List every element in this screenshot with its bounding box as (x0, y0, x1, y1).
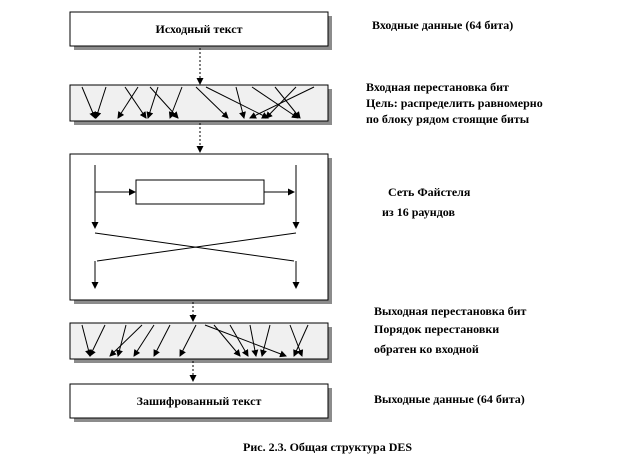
final-perm-arrow (249, 324, 259, 357)
output-data-note: Выходные данные (64 бита) (374, 392, 525, 406)
input-text-label: Исходный текст (155, 22, 243, 36)
final-perm-arrow (213, 324, 241, 357)
initial-perm-title: Входная перестановка бит (366, 80, 509, 94)
input-data-note: Входные данные (64 бита) (372, 18, 514, 32)
initial-perm-arrow (124, 86, 147, 119)
initial-perm-goal2: по блоку рядом стоящие биты (366, 112, 530, 126)
feistel-rounds: из 16 раундов (382, 205, 455, 219)
final-permutation-arrows (81, 324, 309, 358)
final-perm-arrow (109, 324, 143, 357)
feistel-title: Сеть Файстеля (388, 185, 471, 199)
initial-permutation-block (69, 84, 332, 125)
output-text-label: Зашифрованный текст (136, 394, 262, 408)
initial-perm-arrow (205, 86, 269, 119)
final-perm-arrow (153, 324, 171, 357)
final-perm-arrow (116, 324, 127, 357)
final-perm-arrow (260, 324, 271, 357)
final-permutation-block (69, 322, 332, 363)
final-perm-arrow (289, 324, 304, 357)
initial-perm-goal: Цель: распределить равномерно (366, 96, 543, 110)
final-perm-note2: обратен ко входной (374, 342, 479, 356)
initial-perm-arrow (274, 86, 301, 119)
initial-perm-arrow (81, 86, 96, 119)
initial-perm-arrow (94, 86, 107, 119)
figure-caption: Рис. 2.3. Общая структура DES (243, 440, 413, 454)
initial-perm-arrow (249, 86, 315, 119)
final-perm-arrow (179, 324, 197, 357)
input-text-block (69, 11, 332, 50)
initial-perm-arrow (235, 86, 246, 119)
feistel-network-block (69, 153, 332, 304)
final-perm-note1: Порядок перестановки (374, 322, 500, 336)
initial-perm-arrow (149, 86, 179, 119)
final-perm-arrow (81, 324, 92, 357)
final-perm-arrow (293, 324, 309, 357)
initial-permutation-arrows (81, 86, 315, 119)
final-perm-title: Выходная перестановка бит (374, 304, 527, 318)
output-text-block (69, 383, 332, 422)
initial-perm-arrow (146, 86, 159, 119)
final-perm-arrow (89, 324, 106, 357)
final-perm-arrow (133, 324, 155, 357)
initial-perm-arrow (195, 86, 229, 119)
round-function-box (135, 179, 265, 205)
initial-perm-arrow (251, 86, 299, 119)
initial-perm-arrow (117, 86, 139, 119)
final-perm-arrow (229, 324, 249, 357)
